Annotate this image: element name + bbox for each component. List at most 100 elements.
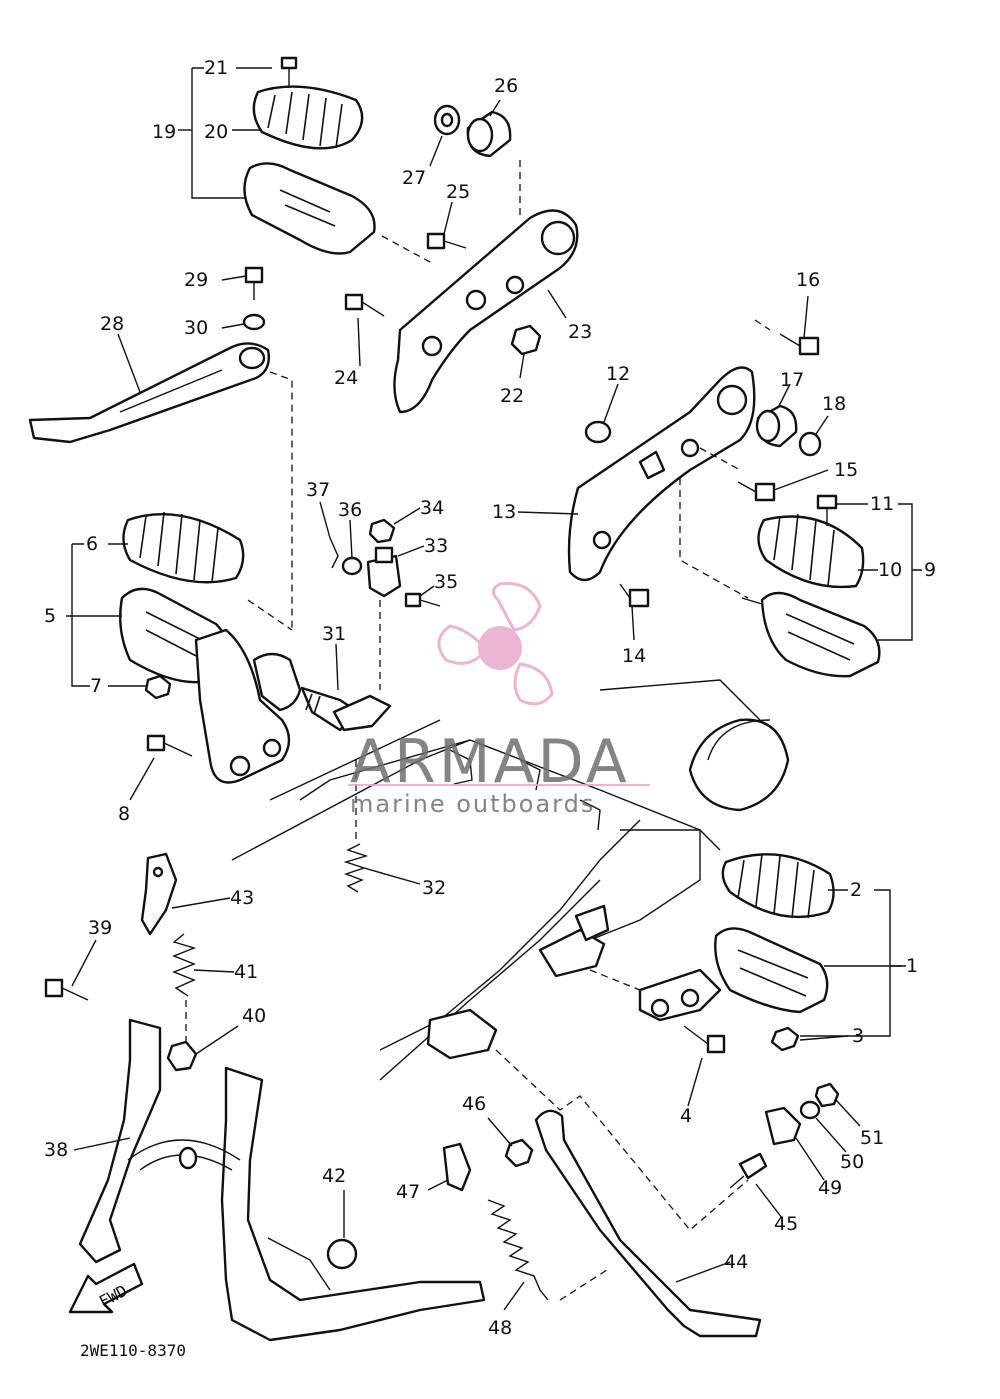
collar-18 xyxy=(798,431,822,457)
spring-48 xyxy=(487,1199,549,1301)
label-27: 27 xyxy=(402,167,426,189)
label-42: 42 xyxy=(322,1165,346,1187)
watermark-tagline: marine outboards xyxy=(350,790,595,818)
label-15: 15 xyxy=(834,459,858,481)
label-50: 50 xyxy=(840,1151,864,1173)
label-38: 38 xyxy=(44,1139,68,1161)
bolt-39 xyxy=(44,978,89,1001)
collar-27 xyxy=(433,104,461,136)
nut-46 xyxy=(504,1138,534,1168)
label-43: 43 xyxy=(230,887,254,909)
label-26: 26 xyxy=(494,75,518,97)
plate-49 xyxy=(764,1106,802,1146)
label-10: 10 xyxy=(878,559,902,581)
plate-47 xyxy=(442,1142,472,1192)
label-49: 49 xyxy=(818,1177,842,1199)
label-25: 25 xyxy=(446,181,470,203)
label-36: 36 xyxy=(338,499,362,521)
bolt-25 xyxy=(426,232,467,250)
label-16: 16 xyxy=(796,269,820,291)
switch-45 xyxy=(729,1152,768,1189)
label-44: 44 xyxy=(724,1251,748,1273)
label-31: 31 xyxy=(322,623,346,645)
rubber-3 xyxy=(770,1026,800,1052)
label-22: 22 xyxy=(500,385,524,407)
footrest-bracket-upper xyxy=(393,209,579,414)
label-40: 40 xyxy=(242,1005,266,1027)
label-33: 33 xyxy=(424,535,448,557)
bolt-16 xyxy=(779,333,820,356)
collar-12 xyxy=(584,420,612,444)
collar-40 xyxy=(166,1040,198,1072)
footrest-9 xyxy=(741,591,881,678)
label-5: 5 xyxy=(44,605,56,627)
label-13: 13 xyxy=(492,501,516,523)
center-stand xyxy=(78,1018,486,1342)
drawing-code: 2WE110-8370 xyxy=(80,1341,186,1360)
shift-lever xyxy=(28,342,270,444)
cap-42 xyxy=(326,1238,358,1270)
label-6: 6 xyxy=(86,533,98,555)
bolt-11 xyxy=(816,494,838,526)
leader-lines xyxy=(66,67,922,1311)
washer-36 xyxy=(341,556,363,576)
label-20: 20 xyxy=(204,121,228,143)
bolt-14 xyxy=(619,583,650,608)
label-48: 48 xyxy=(488,1317,512,1339)
label-35: 35 xyxy=(434,571,458,593)
label-17: 17 xyxy=(780,369,804,391)
label-37: 37 xyxy=(306,479,330,501)
footrest-rubber-10 xyxy=(757,513,865,589)
label-46: 46 xyxy=(462,1093,486,1115)
label-2: 2 xyxy=(850,879,862,901)
label-9: 9 xyxy=(924,559,936,581)
label-4: 4 xyxy=(680,1105,692,1127)
label-28: 28 xyxy=(100,313,124,335)
bushing-17 xyxy=(755,404,798,448)
spring-41 xyxy=(172,933,197,997)
footrest-1 xyxy=(638,927,829,1022)
label-1: 1 xyxy=(906,955,918,977)
label-3: 3 xyxy=(852,1025,864,1047)
fwd-arrow: FWD xyxy=(68,1262,144,1314)
label-39: 39 xyxy=(88,917,112,939)
label-29: 29 xyxy=(184,269,208,291)
bushing-26 xyxy=(466,110,512,158)
footrest-rubber-6 xyxy=(122,511,245,584)
label-19: 19 xyxy=(152,121,176,143)
watermark-brand: ARMADA xyxy=(350,727,630,797)
label-21: 21 xyxy=(204,57,228,79)
label-18: 18 xyxy=(822,393,846,415)
label-11: 11 xyxy=(870,493,894,515)
footrest-rubber-2 xyxy=(721,853,835,919)
bolt-24 xyxy=(344,293,385,317)
bolt-35 xyxy=(404,592,441,608)
assembly-lines xyxy=(185,160,771,1301)
bracket-13 xyxy=(567,366,756,582)
part-labels: 21 19 20 26 27 25 29 30 28 23 24 22 16 1… xyxy=(44,57,936,1339)
plate-43 xyxy=(140,852,178,936)
propeller-logo xyxy=(437,581,554,706)
joint-33 xyxy=(366,546,402,598)
frame xyxy=(231,679,790,1081)
label-45: 45 xyxy=(774,1213,798,1235)
side-stand xyxy=(534,1109,762,1338)
washer-50 xyxy=(799,1100,821,1120)
bolt-4 xyxy=(683,1025,726,1054)
label-41: 41 xyxy=(234,961,258,983)
nut-34 xyxy=(368,518,396,544)
label-34: 34 xyxy=(420,497,444,519)
nut-51 xyxy=(814,1082,840,1108)
shaft-31 xyxy=(300,686,392,732)
label-32: 32 xyxy=(422,877,446,899)
rubber-7 xyxy=(144,674,172,700)
label-7: 7 xyxy=(90,675,102,697)
bracket-front-left xyxy=(194,628,302,784)
label-24: 24 xyxy=(334,367,358,389)
bolt-29 xyxy=(244,266,264,300)
rear-footrest-upper xyxy=(243,56,376,255)
nut-30 xyxy=(242,313,266,331)
pin-37 xyxy=(329,537,339,569)
label-8: 8 xyxy=(118,803,130,825)
